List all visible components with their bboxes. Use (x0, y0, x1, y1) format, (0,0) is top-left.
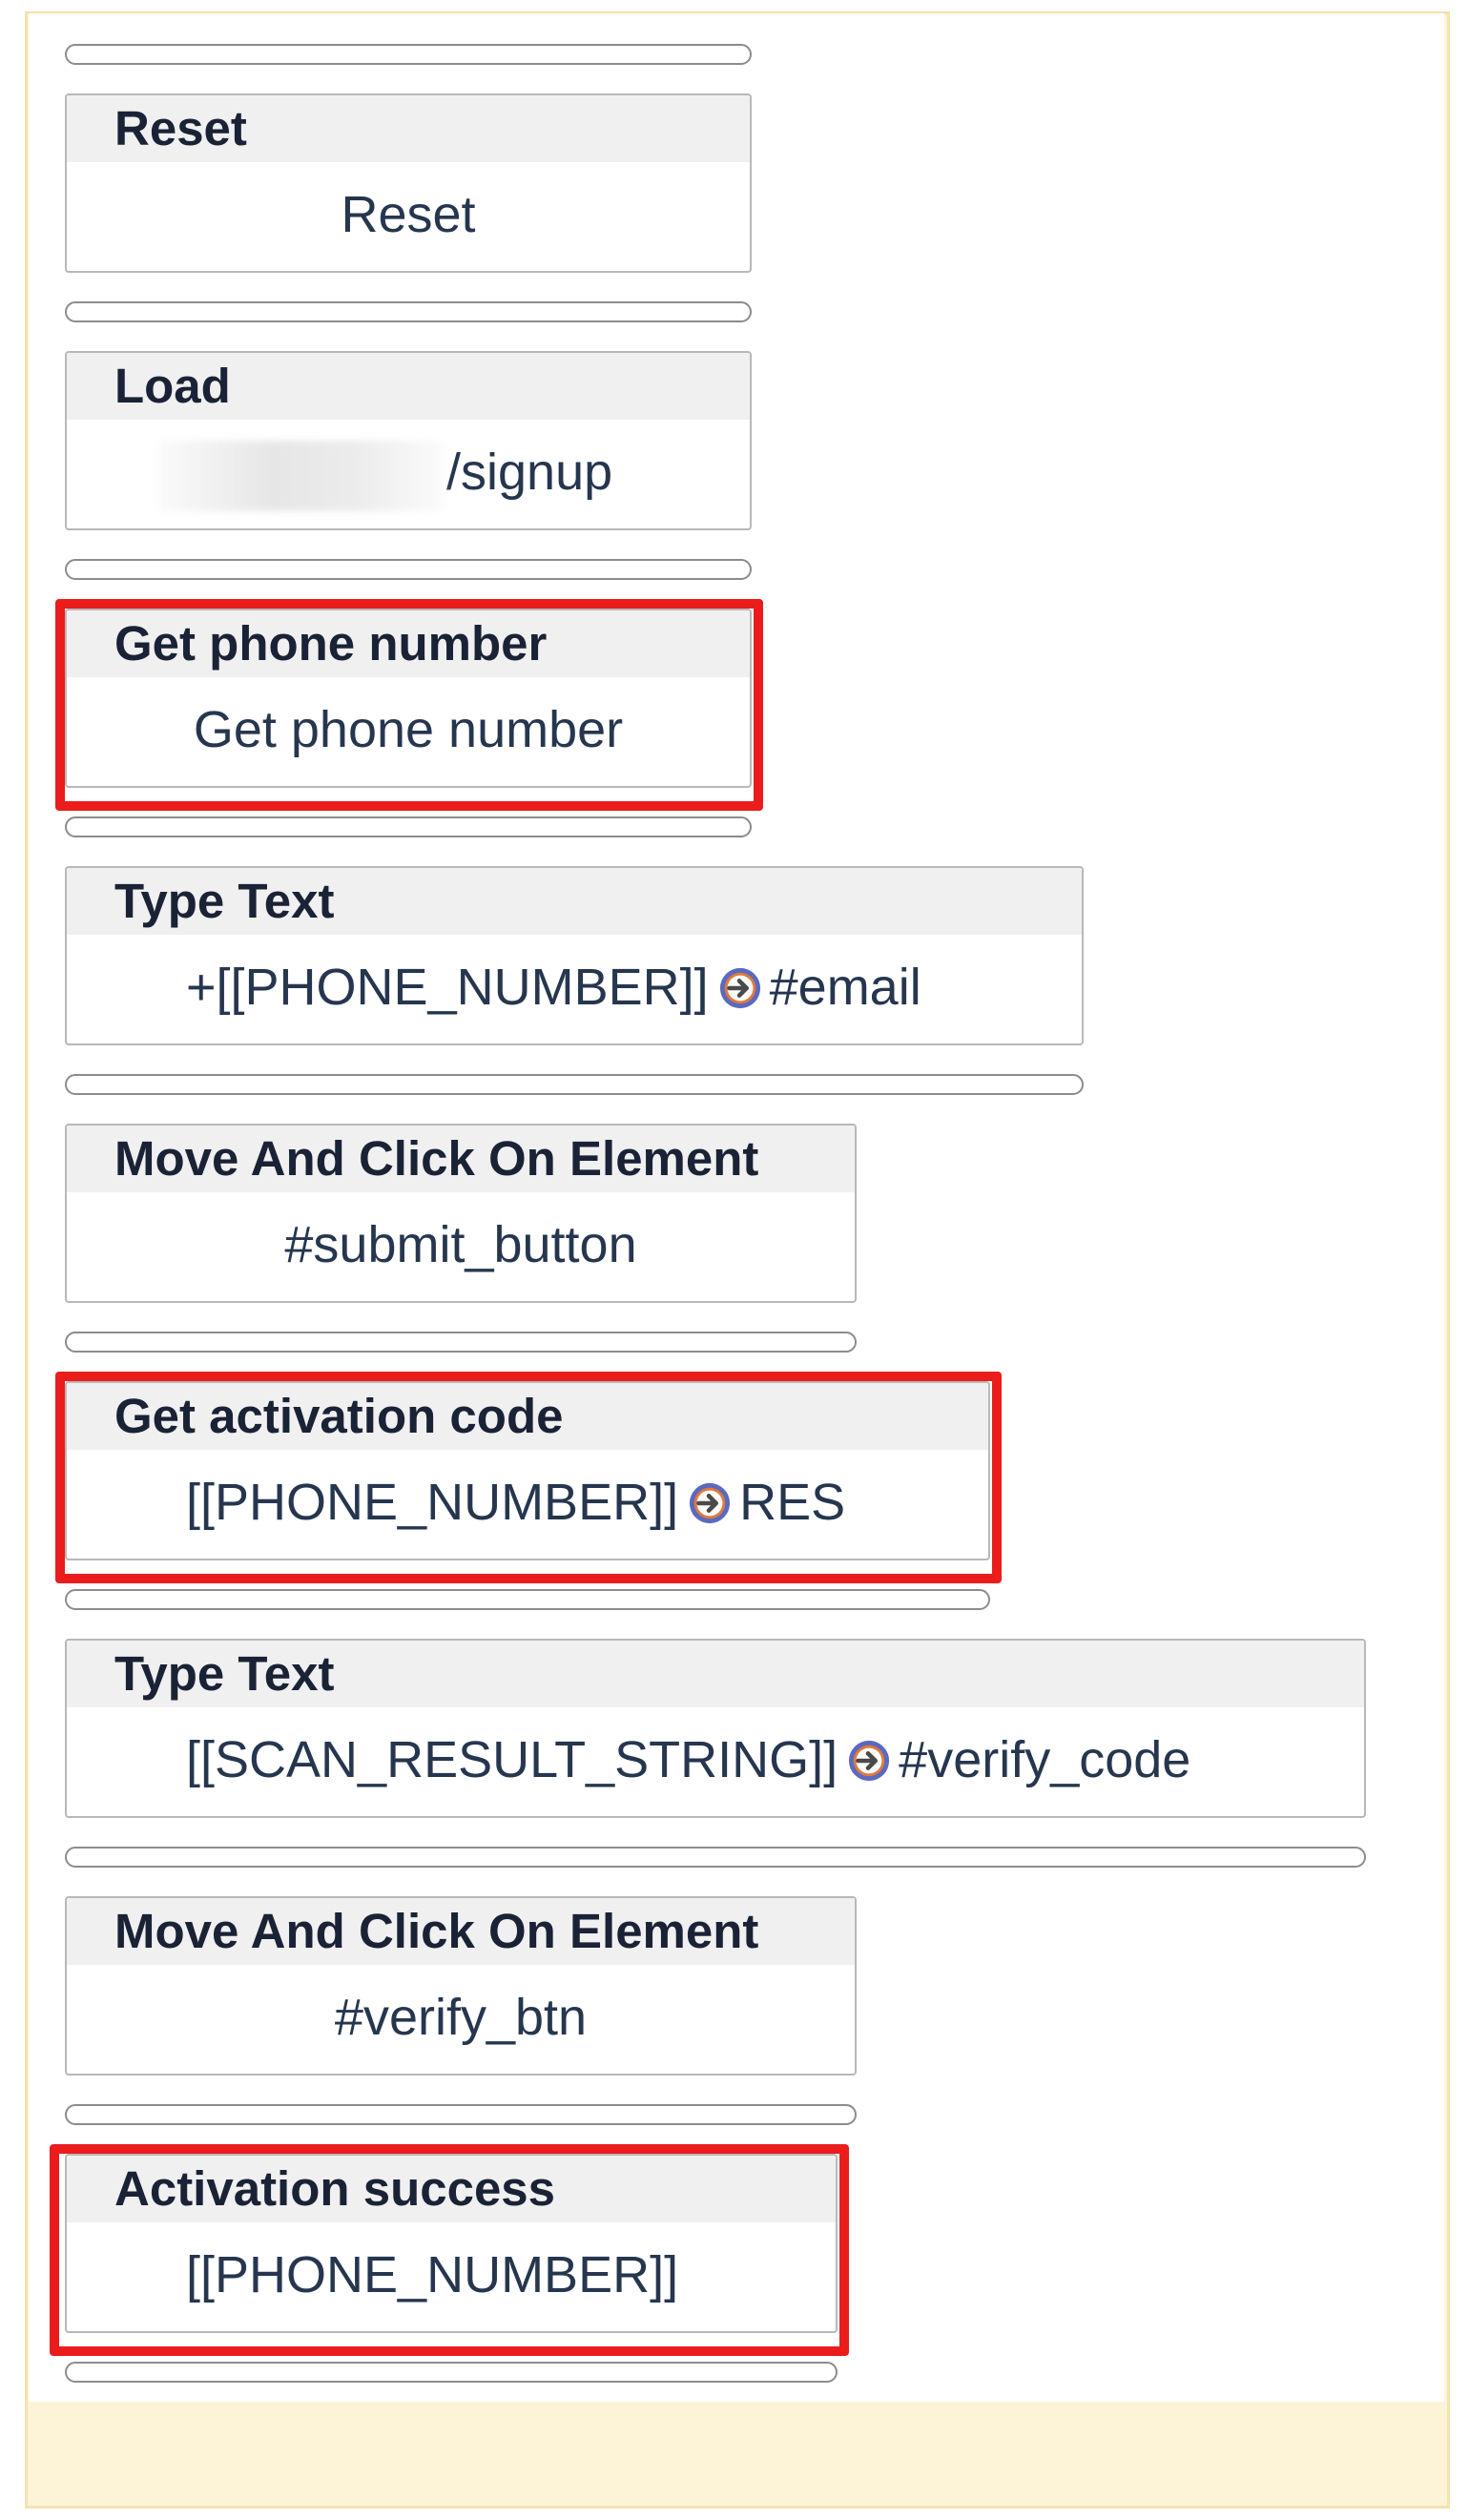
connector-slot[interactable] (65, 1332, 857, 1353)
step-title: Get phone number (67, 610, 750, 677)
connector-slot[interactable] (65, 816, 752, 837)
step-block-type-text[interactable]: Type Text [[SCAN_RESULT_STRING]] #verify_… (65, 1639, 1366, 1818)
highlight-box (55, 599, 763, 811)
step-block-get-activation-code[interactable]: Get activation code [[PHONE_NUMBER]] RES (65, 1381, 990, 1560)
connector-slot[interactable] (65, 44, 752, 65)
step-title: Reset (67, 95, 750, 162)
redacted-url (158, 440, 445, 511)
step-title: Move And Click On Element (67, 1126, 855, 1192)
step-target: #verify_code (899, 1731, 1191, 1788)
step-block-move-and-click[interactable]: Move And Click On Element #verify_btn (65, 1896, 857, 2076)
workflow-panel: Reset Reset Load /signup Get phone numbe… (29, 13, 1444, 2402)
step-body: [[PHONE_NUMBER]] (186, 2246, 679, 2303)
step-block-type-text[interactable]: Type Text +[[PHONE_NUMBER]] #email (65, 866, 1084, 1045)
arrow-right-circle-icon (690, 1482, 731, 1524)
connector-slot[interactable] (65, 301, 752, 322)
connector-slot[interactable] (65, 559, 752, 580)
step-title: Get activation code (67, 1383, 988, 1450)
step-body: [[PHONE_NUMBER]] RES (67, 1450, 988, 1559)
step-body-text: /signup (446, 444, 613, 501)
step-value: [[SCAN_RESULT_STRING]] (186, 1731, 838, 1788)
step-body: +[[PHONE_NUMBER]] #email (67, 935, 1082, 1043)
step-block-move-and-click[interactable]: Move And Click On Element #submit_button (65, 1124, 857, 1303)
step-title: Type Text (67, 1641, 1364, 1707)
step-target: #email (769, 959, 921, 1016)
step-title: Load (67, 353, 750, 420)
step-body: /signup (67, 420, 750, 528)
connector-slot[interactable] (65, 1589, 990, 1610)
connector-slot[interactable] (65, 1847, 1366, 1868)
step-title: Activation success (67, 2156, 836, 2222)
step-block-activation-success[interactable]: Activation success [[PHONE_NUMBER]] (65, 2154, 838, 2333)
step-target: RES (739, 1474, 846, 1531)
arrow-right-circle-icon (849, 1740, 890, 1782)
connector-slot[interactable] (65, 2362, 838, 2383)
step-block-reset[interactable]: Reset Reset (65, 93, 752, 273)
connector-slot[interactable] (65, 1074, 1084, 1095)
highlight-box (50, 2144, 849, 2356)
step-body: #submit_button (284, 1216, 637, 1273)
step-title: Move And Click On Element (67, 1898, 855, 1965)
step-block-load[interactable]: Load /signup (65, 351, 752, 530)
step-body: Reset (341, 186, 476, 243)
step-title: Type Text (67, 868, 1082, 935)
arrow-right-circle-icon (719, 967, 760, 1009)
step-body: Get phone number (193, 701, 624, 758)
step-body: [[SCAN_RESULT_STRING]] #verify_code (67, 1707, 1364, 1816)
highlight-box (55, 1372, 1002, 1583)
step-value: [[PHONE_NUMBER]] (186, 1474, 679, 1531)
step-value: +[[PHONE_NUMBER]] (186, 959, 709, 1016)
connector-slot[interactable] (65, 2104, 857, 2125)
step-body: #verify_btn (334, 1989, 588, 2046)
step-block-get-phone-number[interactable]: Get phone number Get phone number (65, 609, 752, 788)
